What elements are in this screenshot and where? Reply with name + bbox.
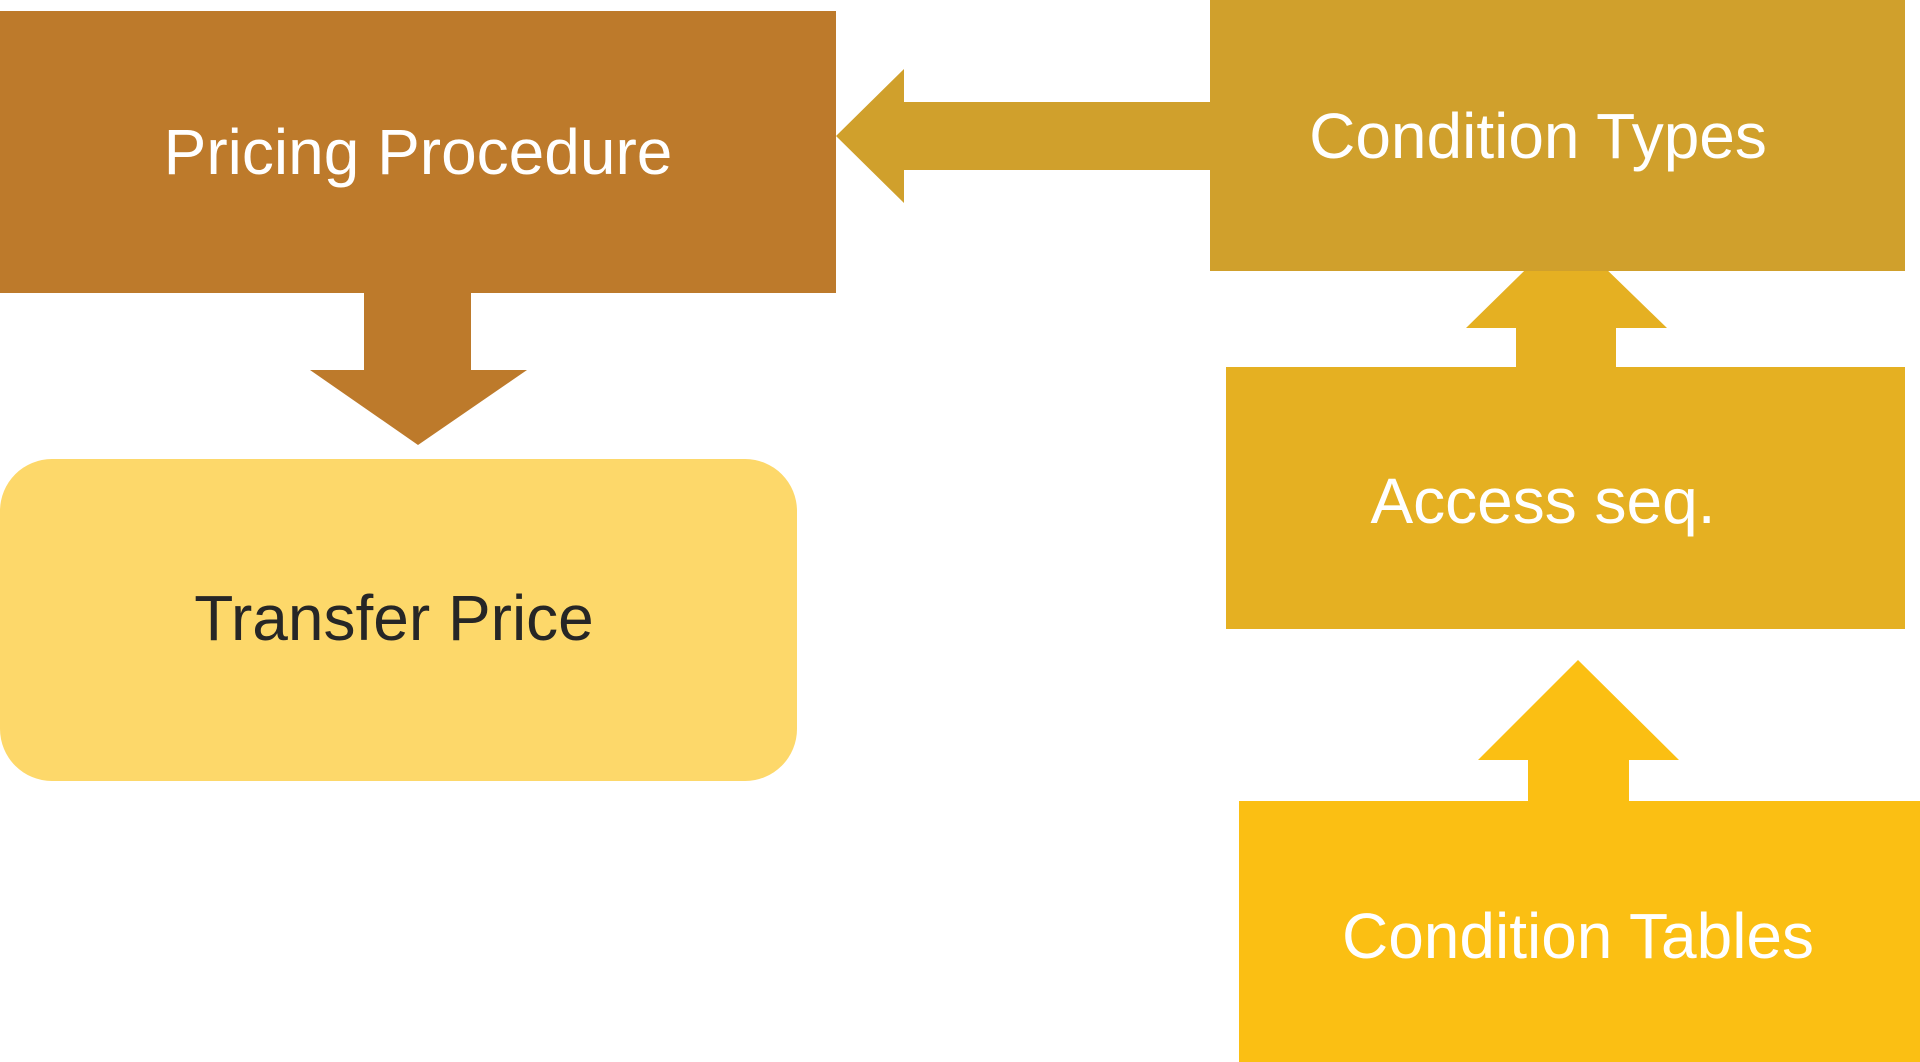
arrow-condition-types-to-pricing-procedure [836,69,1212,203]
arrow-access-seq-to-condition-types [1466,230,1667,368]
condition-tables-box [1239,801,1920,1062]
pricing-procedure-label: Pricing Procedure [164,116,673,188]
arrow-condition-tables-to-access-seq [1478,660,1679,802]
access-seq-box [1226,367,1905,629]
condition-types-box [1210,0,1905,271]
condition-types-label: Condition Types [1309,100,1767,172]
pricing-procedure-box [0,11,836,293]
transfer-price-label: Transfer Price [194,582,594,654]
access-seq-label: Access seq. [1370,465,1715,537]
transfer-price-box [0,459,797,781]
condition-tables-label: Condition Tables [1342,900,1814,972]
arrow-pricing-procedure-to-transfer-price [310,292,527,445]
